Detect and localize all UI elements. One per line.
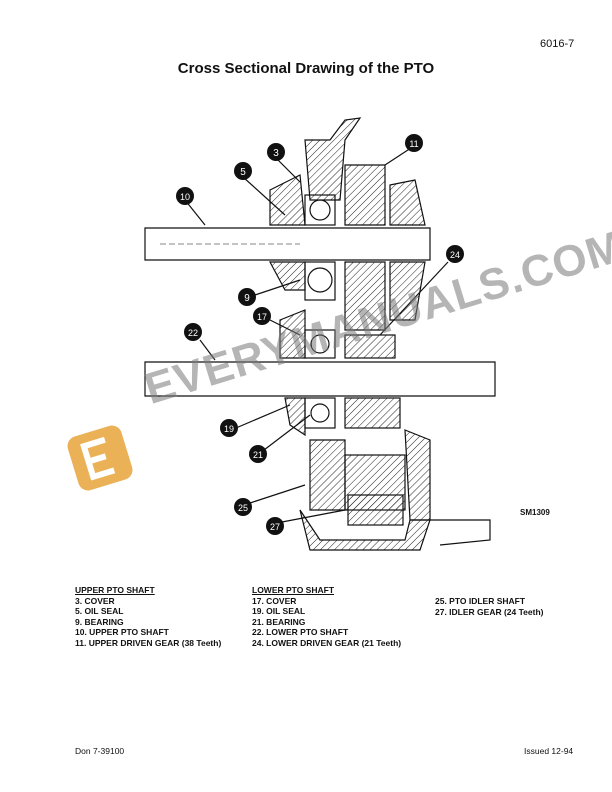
legend-header: LOWER PTO SHAFT <box>252 585 335 595</box>
callout-balloons: 3 5 10 11 9 17 22 24 19 21 25 27 <box>176 134 464 535</box>
svg-text:24: 24 <box>450 250 460 260</box>
callout-9: 9 <box>238 288 256 306</box>
legend-lower: LOWER PTO SHAFT 17. COVER 19. OIL SEAL 2… <box>252 585 401 648</box>
callout-5: 5 <box>234 162 252 180</box>
legend-item: 22. LOWER PTO SHAFT <box>252 627 349 637</box>
footer-doc-number: Don 7-39100 <box>75 746 125 756</box>
svg-text:3: 3 <box>273 148 279 159</box>
svg-text:21: 21 <box>253 450 263 460</box>
page-title: Cross Sectional Drawing of the PTO <box>177 60 435 77</box>
legend-item: 21. BEARING <box>252 616 306 627</box>
callout-25: 25 <box>234 498 252 516</box>
legend-item: 27. IDLER GEAR (24 Teeth) <box>435 606 544 617</box>
callout-10: 10 <box>176 187 194 205</box>
legend-item: 25. PTO IDLER SHAFT <box>435 596 526 606</box>
legend-item: 5. OIL SEAL <box>75 606 124 616</box>
legend-item: 9. BEARING <box>75 616 124 627</box>
legend-item: 11. UPPER DRIVEN GEAR (38 Teeth) <box>75 637 222 648</box>
legend-item: 19. OIL SEAL <box>252 606 306 616</box>
svg-text:19: 19 <box>224 424 234 434</box>
legend-item: 10. UPPER PTO SHAFT <box>75 627 169 637</box>
callout-3: 3 <box>267 143 285 161</box>
figure-id: SM1309 <box>520 508 550 517</box>
svg-text:25: 25 <box>238 503 248 513</box>
legend-item: 17. COVER <box>252 595 297 606</box>
legend-item: 3. COVER <box>75 595 115 606</box>
legend-upper: UPPER PTO SHAFT 3. COVER 5. OIL SEAL 9. … <box>75 585 221 648</box>
legend-idler: 25. PTO IDLER SHAFT 27. IDLER GEAR (24 T… <box>435 596 543 617</box>
callout-17: 17 <box>253 307 271 325</box>
footer-issue-date: Issued 12-94 <box>524 746 574 756</box>
watermark-logo-icon <box>67 425 133 491</box>
svg-text:27: 27 <box>270 522 280 532</box>
svg-text:10: 10 <box>180 192 190 202</box>
callout-22: 22 <box>184 323 202 341</box>
svg-text:11: 11 <box>409 139 418 149</box>
callout-24: 24 <box>446 245 464 263</box>
callout-11: 11 <box>405 134 423 152</box>
svg-text:17: 17 <box>257 312 267 322</box>
svg-text:22: 22 <box>188 328 198 338</box>
svg-text:5: 5 <box>240 167 246 178</box>
page-number: 6016-7 <box>540 38 575 50</box>
callout-19: 19 <box>220 419 238 437</box>
legend-header: UPPER PTO SHAFT <box>75 585 155 595</box>
svg-text:9: 9 <box>244 293 250 304</box>
callout-27: 27 <box>266 517 284 535</box>
callout-21: 21 <box>249 445 267 463</box>
legend-item: 24. LOWER DRIVEN GEAR (21 Teeth) <box>252 637 402 648</box>
